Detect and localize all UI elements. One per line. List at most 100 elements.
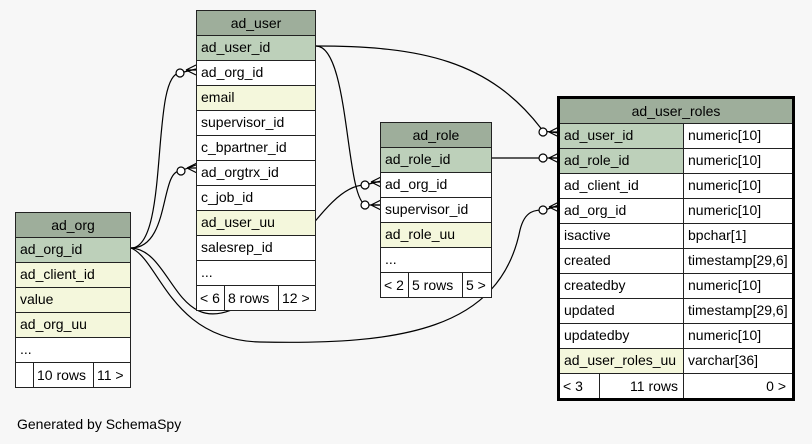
- column-row[interactable]: ad_client_id numeric[10]: [560, 174, 792, 199]
- generated-by-note: Generated by SchemaSpy: [17, 416, 182, 432]
- column-row[interactable]: ...: [16, 338, 130, 363]
- column-type: varchar[36]: [684, 349, 792, 373]
- column-name: ...: [385, 251, 397, 267]
- column-row[interactable]: updated timestamp[29,6]: [560, 299, 792, 324]
- column-name: ...: [20, 341, 32, 357]
- column-name: email: [201, 89, 235, 105]
- column-row[interactable]: ad_user_roles_uu varchar[36]: [560, 349, 792, 374]
- table-footer: < 3 11 rows 0 >: [560, 374, 792, 398]
- table-ad-role[interactable]: ad_role ad_role_id ad_org_id supervisor_…: [380, 122, 492, 298]
- column-row[interactable]: ad_org_id: [16, 238, 130, 263]
- children-link[interactable]: 0 >: [766, 378, 786, 394]
- column-row[interactable]: ad_role_id: [381, 148, 491, 173]
- column-name: supervisor_id: [385, 201, 469, 217]
- edge-crowfoot-marker: [370, 199, 382, 211]
- column-type: numeric[10]: [688, 177, 762, 193]
- column-row[interactable]: ...: [197, 261, 315, 286]
- column-row[interactable]: ad_role_id numeric[10]: [560, 149, 792, 174]
- column-name: updatedby: [560, 324, 684, 348]
- parents-link[interactable]: < 6: [197, 286, 225, 310]
- column-name: created: [560, 249, 684, 273]
- column-row[interactable]: c_bpartner_id: [197, 136, 315, 161]
- table-footer: 10 rows 11 >: [16, 363, 130, 387]
- column-row[interactable]: email: [197, 86, 315, 111]
- column-name: ad_org_id: [385, 176, 448, 192]
- table-title[interactable]: ad_org: [16, 213, 130, 238]
- parents-link[interactable]: < 2: [381, 273, 409, 297]
- column-row[interactable]: created timestamp[29,6]: [560, 249, 792, 274]
- edge-optional-marker: [538, 205, 548, 215]
- row-count: 5 rows: [409, 273, 463, 297]
- column-name: ad_role_id: [560, 149, 684, 173]
- column-name: ad_user_roles_uu: [560, 349, 684, 373]
- column-name: ad_org_id: [20, 241, 83, 257]
- column-name: c_job_id: [201, 189, 254, 205]
- column-row[interactable]: ad_org_id numeric[10]: [560, 199, 792, 224]
- column-type: numeric[10]: [684, 149, 792, 173]
- edge-crowfoot-marker: [185, 64, 197, 76]
- column-name: value: [20, 291, 54, 307]
- column-name: ad_user_id: [201, 39, 271, 55]
- column-row[interactable]: ad_org_id: [381, 173, 491, 198]
- column-row[interactable]: c_job_id: [197, 186, 315, 211]
- column-type: bpchar[1]: [688, 227, 747, 243]
- column-type: numeric[10]: [688, 327, 762, 343]
- column-name: ad_role_uu: [385, 226, 456, 242]
- column-row[interactable]: value: [16, 288, 130, 313]
- column-row[interactable]: ad_user_uu: [197, 211, 315, 236]
- column-row[interactable]: supervisor_id: [381, 198, 491, 223]
- column-name: ad_org_uu: [20, 316, 87, 332]
- children-link[interactable]: 5 >: [466, 277, 486, 293]
- table-ad-user-roles[interactable]: ad_user_roles ad_user_id numeric[10] ad_…: [557, 96, 795, 401]
- row-count: 11 rows: [600, 374, 684, 398]
- children-link[interactable]: 11 >: [97, 367, 124, 383]
- column-name: ad_org_id: [560, 199, 684, 223]
- children-link[interactable]: 12 >: [282, 290, 310, 306]
- column-name: ad_orgtrx_id: [201, 164, 279, 180]
- column-row[interactable]: ...: [381, 248, 491, 273]
- edge-optional-marker: [175, 68, 185, 78]
- table-ad-user[interactable]: ad_user ad_user_id ad_org_id email super…: [196, 10, 316, 311]
- edge-optional-marker: [538, 127, 548, 137]
- column-row[interactable]: supervisor_id: [197, 111, 315, 136]
- table-footer: < 6 8 rows 12 >: [197, 286, 315, 310]
- column-name: createdby: [560, 274, 684, 298]
- table-title[interactable]: ad_user: [197, 11, 315, 36]
- column-name: ad_user_uu: [201, 214, 275, 230]
- parents-link[interactable]: [16, 363, 34, 387]
- column-type: numeric[10]: [688, 277, 762, 293]
- table-ad-org[interactable]: ad_org ad_org_id ad_client_id value ad_o…: [15, 212, 131, 388]
- column-type: timestamp[29,6]: [688, 252, 788, 268]
- column-row[interactable]: ad_user_id: [197, 36, 315, 61]
- parents-link[interactable]: < 3: [560, 374, 600, 398]
- column-row[interactable]: salesrep_id: [197, 236, 315, 261]
- column-row[interactable]: ad_role_uu: [381, 223, 491, 248]
- column-row[interactable]: isactive bpchar[1]: [560, 224, 792, 249]
- column-type: numeric[10]: [688, 202, 762, 218]
- column-row[interactable]: ad_orgtrx_id: [197, 161, 315, 186]
- edge-ad-org-to-ad-user-org: [130, 68, 197, 249]
- edge-optional-marker: [360, 200, 370, 210]
- column-name: isactive: [560, 224, 684, 248]
- table-footer: < 2 5 rows 5 >: [381, 273, 491, 297]
- table-title[interactable]: ad_role: [381, 123, 491, 148]
- column-row[interactable]: updatedby numeric[10]: [560, 324, 792, 349]
- column-row[interactable]: ad_user_id numeric[10]: [560, 124, 792, 149]
- edge-optional-marker: [360, 180, 370, 190]
- table-title[interactable]: ad_user_roles: [560, 99, 792, 124]
- column-type: timestamp[29,6]: [688, 302, 788, 318]
- column-row[interactable]: ad_org_uu: [16, 313, 130, 338]
- column-row[interactable]: createdby numeric[10]: [560, 274, 792, 299]
- row-count: 10 rows: [34, 363, 94, 387]
- column-name: updated: [560, 299, 684, 323]
- column-name: ad_role_id: [385, 151, 451, 167]
- column-name: ad_client_id: [20, 266, 95, 282]
- column-name: c_bpartner_id: [201, 139, 287, 155]
- column-row[interactable]: ad_org_id: [197, 61, 315, 86]
- edge-optional-marker: [538, 153, 548, 163]
- edge-optional-marker: [176, 166, 186, 176]
- column-row[interactable]: ad_client_id: [16, 263, 130, 288]
- edge-ad-org-to-ad-user-orgtrx: [130, 164, 197, 249]
- edge-crowfoot-marker: [370, 176, 382, 188]
